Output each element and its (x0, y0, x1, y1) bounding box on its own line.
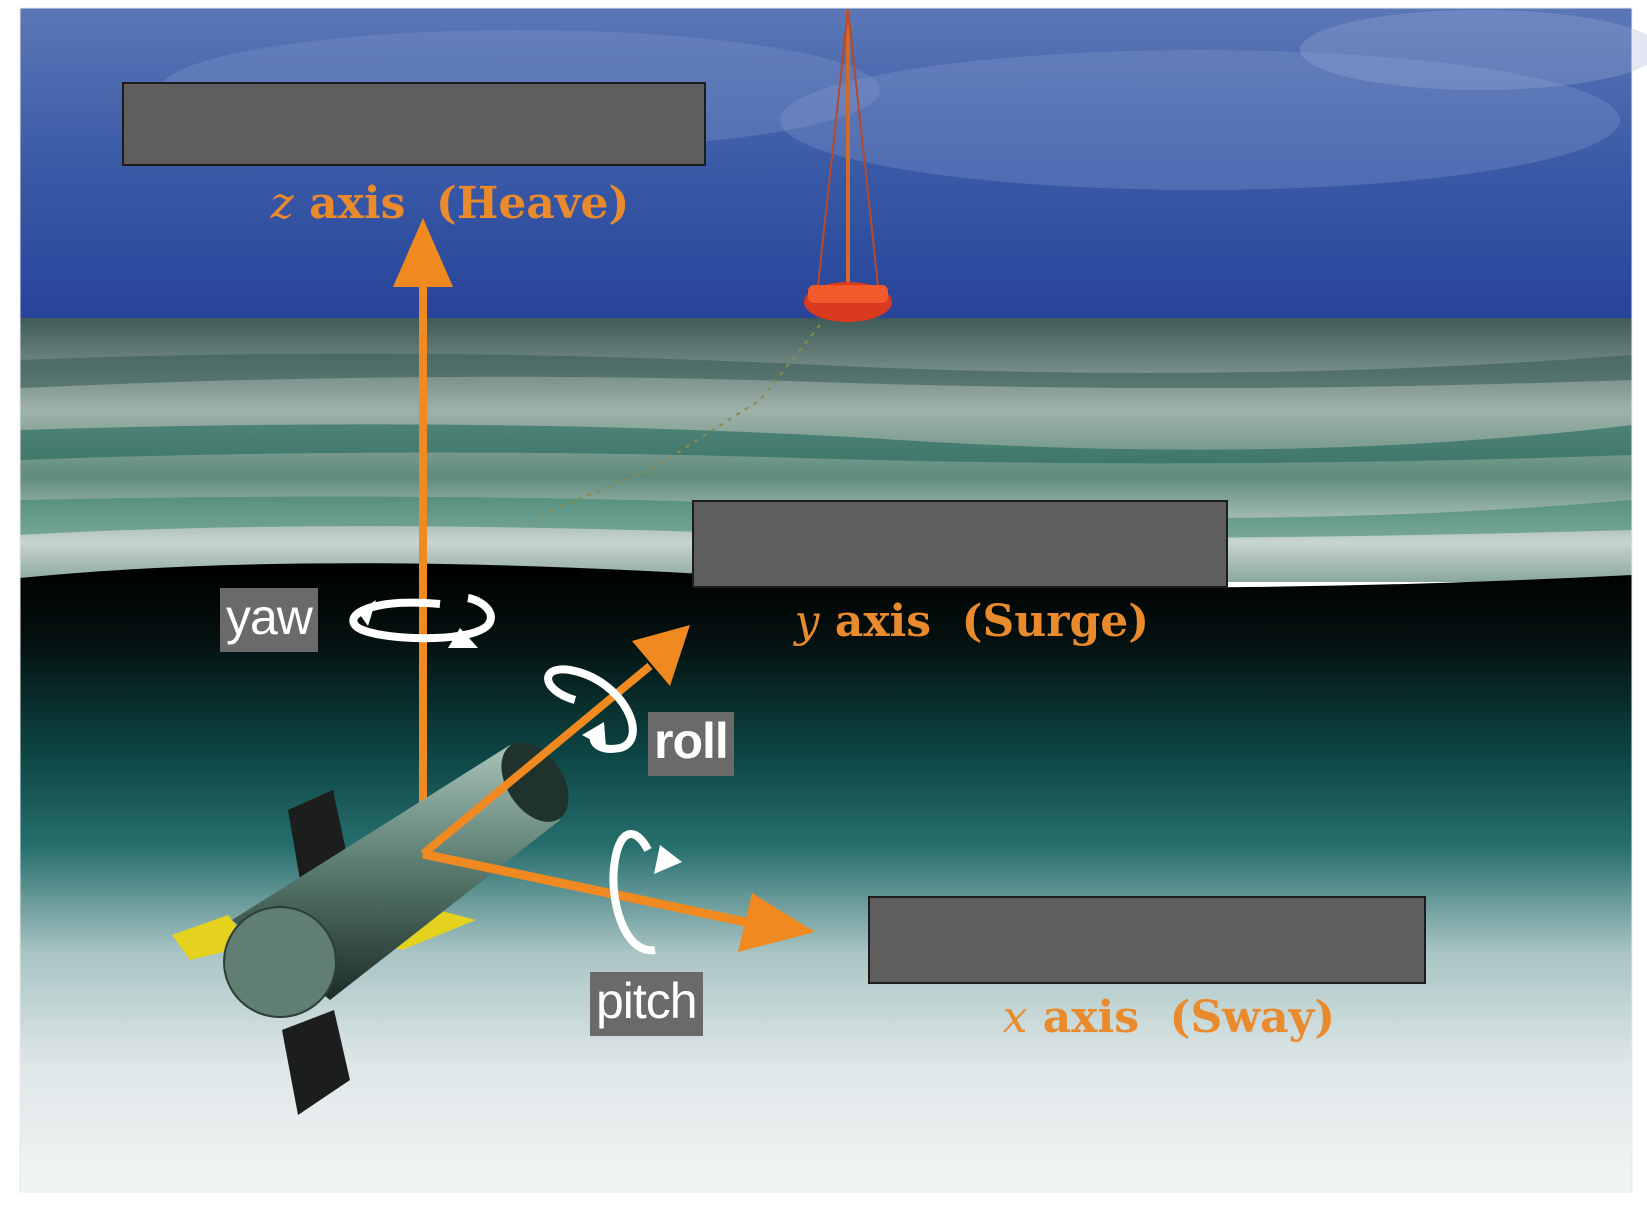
pitch-label: pitch (590, 972, 703, 1036)
z-axis-arrow (393, 218, 453, 854)
roll-label: roll (648, 712, 734, 776)
surface-buoy-icon (539, 9, 892, 516)
x-axis-arrow (422, 849, 815, 952)
x-axis-variable: x (1002, 992, 1028, 1043)
x-axis-label: x axis (Sway) (868, 896, 1426, 1043)
yaw-label: yaw (220, 588, 318, 652)
pitch-rotation-icon (609, 830, 682, 955)
y-axis-text: axis (Surge) (819, 596, 1150, 647)
yaw-rotation-icon (349, 594, 495, 648)
cloud (1300, 10, 1647, 90)
cloud (780, 50, 1620, 190)
glider-tail (223, 906, 337, 1018)
y-axis-arrow (420, 625, 690, 858)
z-axis-variable: z (270, 178, 294, 229)
y-axis-variable: y (794, 596, 820, 647)
glider-nose (501, 742, 569, 822)
roll-rotation-icon (544, 665, 637, 753)
y-axis-label: y axis (Surge) (692, 500, 1228, 647)
z-axis-text: axis (Heave) (293, 178, 630, 229)
x-axis-text: axis (Sway) (1027, 992, 1336, 1043)
glider-fin-bottom (282, 1010, 350, 1115)
z-axis-label: z axis (Heave) (122, 82, 706, 229)
